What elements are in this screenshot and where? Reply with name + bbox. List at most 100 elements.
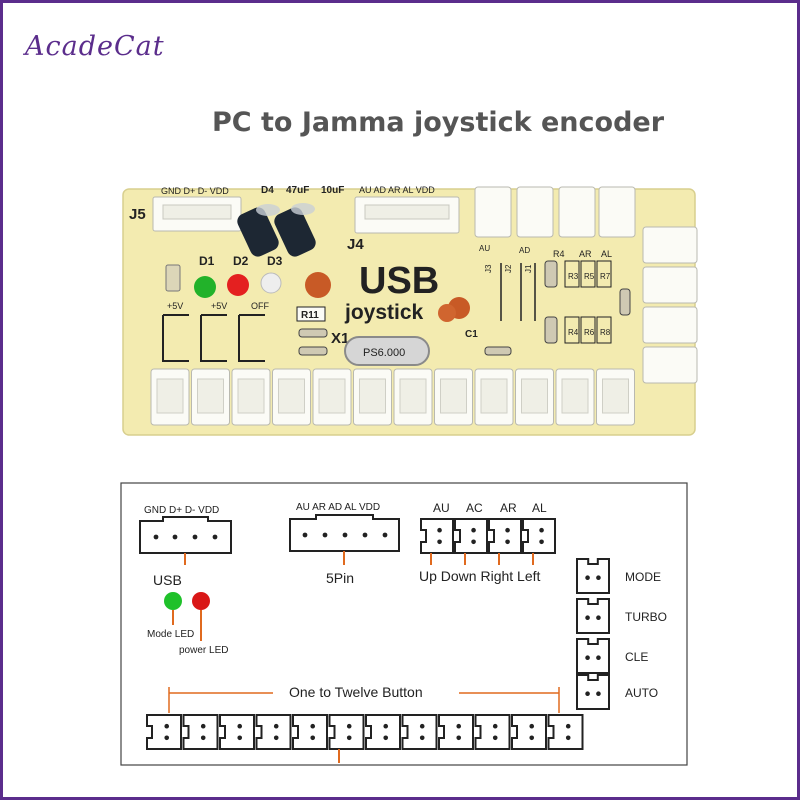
silk-47uf: 47uF bbox=[286, 185, 309, 196]
diode bbox=[165, 264, 181, 292]
diagram-mode-led-label: Mode LED bbox=[147, 629, 194, 640]
silk-d4: D4 bbox=[261, 185, 274, 196]
diagram-mode-label: MODE bbox=[625, 570, 661, 584]
diagram-direction-jumper bbox=[454, 518, 488, 554]
diagram-button-jumper bbox=[182, 714, 219, 750]
diagram-5pin-pins: AU AR AD AL VDD bbox=[296, 502, 380, 513]
diagram-5pin-label: 5Pin bbox=[326, 570, 354, 586]
photo-button-connector bbox=[353, 368, 392, 426]
silk-5pin: AU AD AR AL VDD bbox=[359, 185, 435, 195]
silk-d3: D3 bbox=[267, 254, 283, 268]
silk-5v-1: +5V bbox=[167, 301, 183, 311]
photo-button-connector bbox=[272, 368, 311, 426]
diagram-direction-jumper bbox=[488, 518, 522, 554]
diagram-button-jumper bbox=[511, 714, 547, 750]
photo-button-connector bbox=[191, 368, 230, 426]
diagram-side-jumper bbox=[576, 674, 610, 710]
svg-text:AD: AD bbox=[519, 246, 530, 255]
svg-text:AU: AU bbox=[433, 501, 450, 515]
brand-logo: AcadeCat bbox=[25, 31, 165, 62]
photo-button-connector bbox=[393, 368, 433, 426]
diagram-5pin-header bbox=[289, 514, 400, 552]
photo-button-connector bbox=[596, 368, 635, 426]
clear-led bbox=[260, 272, 282, 294]
svg-text:R7: R7 bbox=[600, 272, 611, 281]
diagram-usb-label: USB bbox=[153, 572, 182, 588]
silk-j4: J4 bbox=[347, 236, 364, 253]
diagram-side-jumper bbox=[576, 598, 610, 634]
silk-d1: D1 bbox=[199, 254, 215, 268]
svg-text:R4: R4 bbox=[553, 249, 565, 259]
silk-d2: D2 bbox=[233, 254, 249, 268]
diagram-button-jumper bbox=[401, 714, 438, 750]
svg-text:AR: AR bbox=[579, 249, 592, 259]
diagram-button-jumper bbox=[547, 714, 584, 750]
svg-text:R8: R8 bbox=[600, 328, 611, 337]
diagram-button-jumper bbox=[219, 714, 255, 750]
dir-silk: AU J3 J2 J1 AD bbox=[479, 244, 533, 273]
svg-text:J1: J1 bbox=[524, 264, 533, 273]
diagram-side-jumper bbox=[576, 558, 610, 594]
capacitors bbox=[237, 203, 316, 257]
photo-button-connector bbox=[515, 368, 554, 426]
green-led bbox=[194, 276, 216, 298]
svg-text:AC: AC bbox=[466, 501, 483, 515]
product-figure: GND D+ D- VDD D4 47uF 10uF AU AD AR AL V… bbox=[120, 185, 698, 766]
diagram-direction-jumpers bbox=[420, 518, 556, 565]
silk-usb-big: USB bbox=[359, 260, 439, 302]
diagram-side-jumpers bbox=[576, 558, 610, 710]
diagram-button-jumper bbox=[438, 714, 474, 750]
diagram-button-jumper bbox=[146, 714, 182, 750]
diagram-button-jumper bbox=[255, 714, 292, 750]
diagram-button-jumper bbox=[474, 714, 511, 750]
diagram-usb-header bbox=[139, 516, 232, 554]
ceramic-cap-1 bbox=[305, 272, 331, 298]
silk-off: OFF bbox=[251, 301, 269, 311]
silk-j5: J5 bbox=[129, 206, 146, 223]
diagram-direction-jumper bbox=[420, 518, 454, 554]
diagram-button-jumpers bbox=[146, 714, 584, 763]
svg-text:R3: R3 bbox=[568, 272, 579, 281]
diagram-direction-bottom: Up Down Right Left bbox=[419, 568, 541, 584]
pcb-photo: GND D+ D- VDD D4 47uF 10uF AU AD AR AL V… bbox=[122, 185, 698, 436]
diagram-mode-led bbox=[164, 592, 182, 610]
silk-joystick: joystick bbox=[344, 301, 424, 324]
diagram-auto-label: AUTO bbox=[625, 686, 658, 700]
diagram-frame bbox=[120, 482, 688, 766]
direction-connectors bbox=[474, 186, 636, 238]
svg-text:R4: R4 bbox=[568, 328, 579, 337]
resistor-array: R4 AR AL R3 R5 R7 R4 R6 R8 bbox=[544, 249, 612, 344]
svg-text:R6: R6 bbox=[584, 328, 595, 337]
button-connectors-photo bbox=[150, 368, 635, 426]
diagram-buttons-label: One to Twelve Button bbox=[289, 684, 423, 700]
silk-10uf: 10uF bbox=[321, 185, 344, 196]
svg-text:AU: AU bbox=[479, 244, 490, 253]
page-title: PC to Jamma joystick encoder bbox=[211, 107, 665, 138]
svg-text:AL: AL bbox=[601, 249, 612, 259]
photo-button-connector bbox=[474, 368, 514, 426]
diagram-direction-jumper bbox=[522, 518, 556, 554]
dir-arrows bbox=[500, 263, 536, 321]
silk-crystal: PS6.000 bbox=[363, 347, 405, 359]
diagram-direction-labels: AU AC AR AL bbox=[433, 501, 547, 515]
silk-5v-2: +5V bbox=[211, 301, 227, 311]
silk-c1: C1 bbox=[465, 329, 478, 340]
photo-button-connector bbox=[434, 368, 473, 426]
ceramic-cap-3 bbox=[438, 304, 456, 322]
diagram-power-led bbox=[192, 592, 210, 610]
diagram-cle-label: CLE bbox=[625, 650, 648, 664]
photo-button-connector bbox=[312, 368, 352, 426]
svg-text:J3: J3 bbox=[484, 264, 493, 273]
diagram-power-led-label: power LED bbox=[179, 645, 228, 656]
diagram-turbo-label: TURBO bbox=[625, 610, 667, 624]
photo-button-connector bbox=[150, 368, 190, 426]
silk-r11: R11 bbox=[301, 310, 319, 321]
svg-text:R5: R5 bbox=[584, 272, 595, 281]
silk-usb-pins: GND D+ D- VDD bbox=[161, 186, 229, 196]
diagram-button-jumper bbox=[365, 714, 401, 750]
diagram-button-jumper bbox=[292, 714, 328, 750]
svg-text:AR: AR bbox=[500, 501, 517, 515]
svg-text:AL: AL bbox=[532, 501, 547, 515]
pinout-diagram: GND D+ D- VDD USB Mode LED power LED AU … bbox=[120, 482, 688, 766]
